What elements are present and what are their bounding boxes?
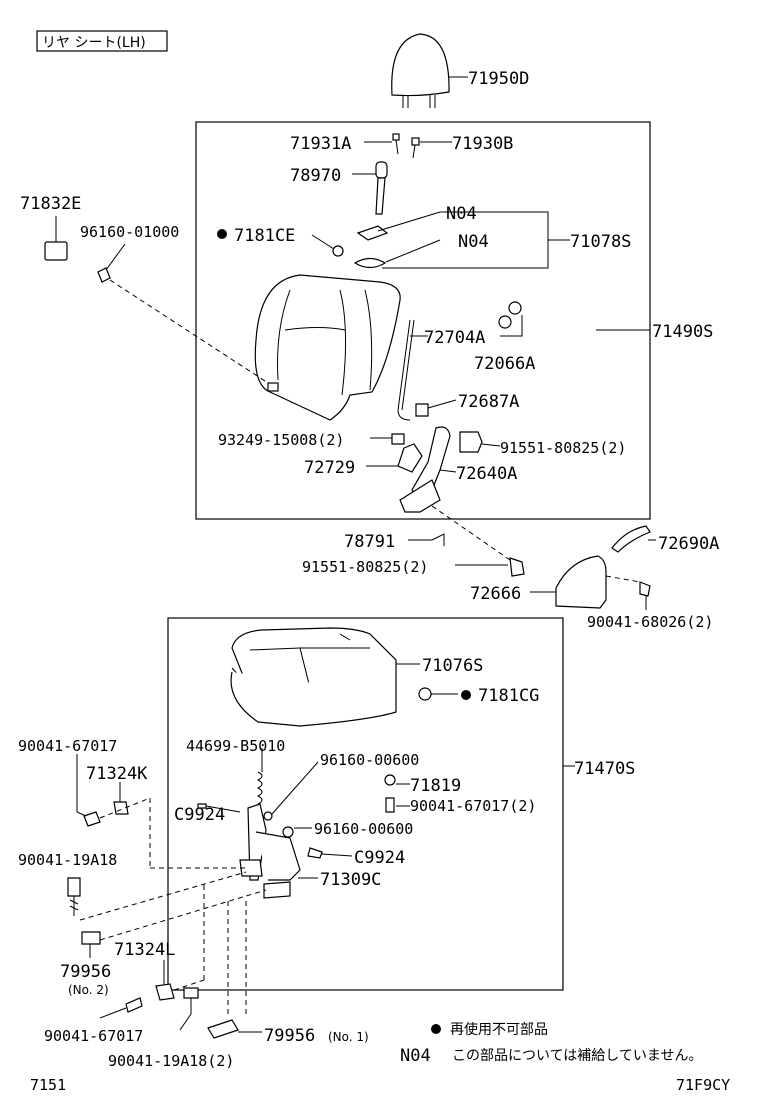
side-trim-drawing: 71832E 96160-01000 bbox=[20, 194, 269, 384]
label-96160-00600-a: 96160-00600 bbox=[320, 751, 419, 769]
label-71324K: 71324K bbox=[86, 764, 148, 784]
label-78970: 78970 bbox=[290, 166, 341, 186]
legend-n04-text: この部品については補給していません。 bbox=[452, 1048, 702, 1064]
label-71950D: 71950D bbox=[468, 69, 529, 89]
cover-drawing bbox=[530, 525, 656, 610]
footer-left: 7151 bbox=[30, 1076, 66, 1094]
label-90041-19A18-b: 90041-19A18(2) bbox=[108, 1052, 234, 1070]
left-hardware-drawing bbox=[67, 754, 267, 1039]
label-79956-b: 79956 bbox=[264, 1026, 315, 1046]
label-90041-19A18-a: 90041-19A18 bbox=[18, 851, 117, 869]
lock-rod-drawing bbox=[352, 161, 388, 215]
label-7181CE: 7181CE bbox=[234, 226, 295, 246]
label-71078S: 71078S bbox=[570, 232, 631, 252]
label-71076S: 71076S bbox=[422, 656, 483, 676]
label-72066A: 72066A bbox=[474, 354, 535, 374]
label-72687A: 72687A bbox=[458, 392, 519, 412]
label-96160-00600-b: 96160-00600 bbox=[314, 820, 413, 838]
seatback-frame bbox=[195, 121, 651, 520]
label-90041-67017-b: 90041-67017(2) bbox=[410, 797, 536, 815]
label-7181CG: 7181CG bbox=[478, 686, 539, 706]
label-72666: 72666 bbox=[470, 584, 521, 604]
label-71324L: 71324L bbox=[114, 940, 175, 960]
label-71309C: 71309C bbox=[320, 870, 381, 890]
label-93249-15008: 93249-15008(2) bbox=[218, 431, 344, 449]
clip-drawing bbox=[415, 399, 457, 417]
label-91551-80825-b: 91551-80825(2) bbox=[302, 558, 428, 576]
label-71819: 71819 bbox=[410, 776, 461, 796]
escutcheon-drawing bbox=[217, 211, 570, 269]
hinge-drawing bbox=[366, 426, 511, 561]
label-79956-a-note: (No. 2) bbox=[68, 983, 109, 997]
label-71470S: 71470S bbox=[574, 759, 635, 779]
footer-right: 71F9CY bbox=[676, 1076, 730, 1094]
label-71832E: 71832E bbox=[20, 194, 81, 214]
seatback-drawing bbox=[254, 274, 401, 421]
rod-drawing bbox=[397, 301, 523, 421]
label-90041-67017-a: 90041-67017 bbox=[18, 737, 117, 755]
label-72729: 72729 bbox=[304, 458, 355, 478]
cushion-frame-drawing bbox=[197, 748, 410, 899]
headrest-drawing bbox=[391, 33, 468, 108]
label-78791: 78791 bbox=[344, 532, 395, 552]
label-79956-a: 79956 bbox=[60, 962, 111, 982]
header-tag-text: リヤ シート(LH) bbox=[42, 35, 146, 51]
bolt-drawing bbox=[408, 533, 525, 577]
headrest-support-drawing bbox=[364, 133, 452, 159]
legend-n04-key: N04 bbox=[400, 1046, 431, 1066]
label-71930B: 71930B bbox=[452, 134, 513, 154]
legend-dot-text: 再使用不可部品 bbox=[450, 1021, 548, 1038]
label-C9924-b: C9924 bbox=[354, 848, 405, 868]
label-72640A: 72640A bbox=[456, 464, 517, 484]
header-tag: リヤ シート(LH) bbox=[36, 30, 168, 52]
label-72690A: 72690A bbox=[658, 534, 719, 554]
cushion-frame bbox=[167, 617, 564, 991]
label-71490S: 71490S bbox=[652, 322, 713, 342]
label-N04-b: N04 bbox=[458, 232, 489, 252]
label-C9924-a: C9924 bbox=[174, 805, 225, 825]
label-N04-a: N04 bbox=[446, 204, 477, 224]
cushion-drawing bbox=[230, 627, 471, 727]
label-90041-67017-c: 90041-67017 bbox=[44, 1027, 143, 1045]
label-90041-68026: 90041-68026(2) bbox=[587, 613, 713, 631]
legend: 再使用不可部品 N04 この部品については補給していません。 bbox=[400, 1021, 702, 1066]
label-44699-B5010: 44699-B5010 bbox=[186, 737, 285, 755]
label-71931A: 71931A bbox=[290, 134, 351, 154]
legend-dot bbox=[431, 1024, 441, 1034]
label-79956-b-note: (No. 1) bbox=[328, 1030, 369, 1044]
label-72704A: 72704A bbox=[424, 328, 485, 348]
label-96160-01000: 96160-01000 bbox=[80, 223, 179, 241]
label-91551-80825-a: 91551-80825(2) bbox=[500, 439, 626, 457]
